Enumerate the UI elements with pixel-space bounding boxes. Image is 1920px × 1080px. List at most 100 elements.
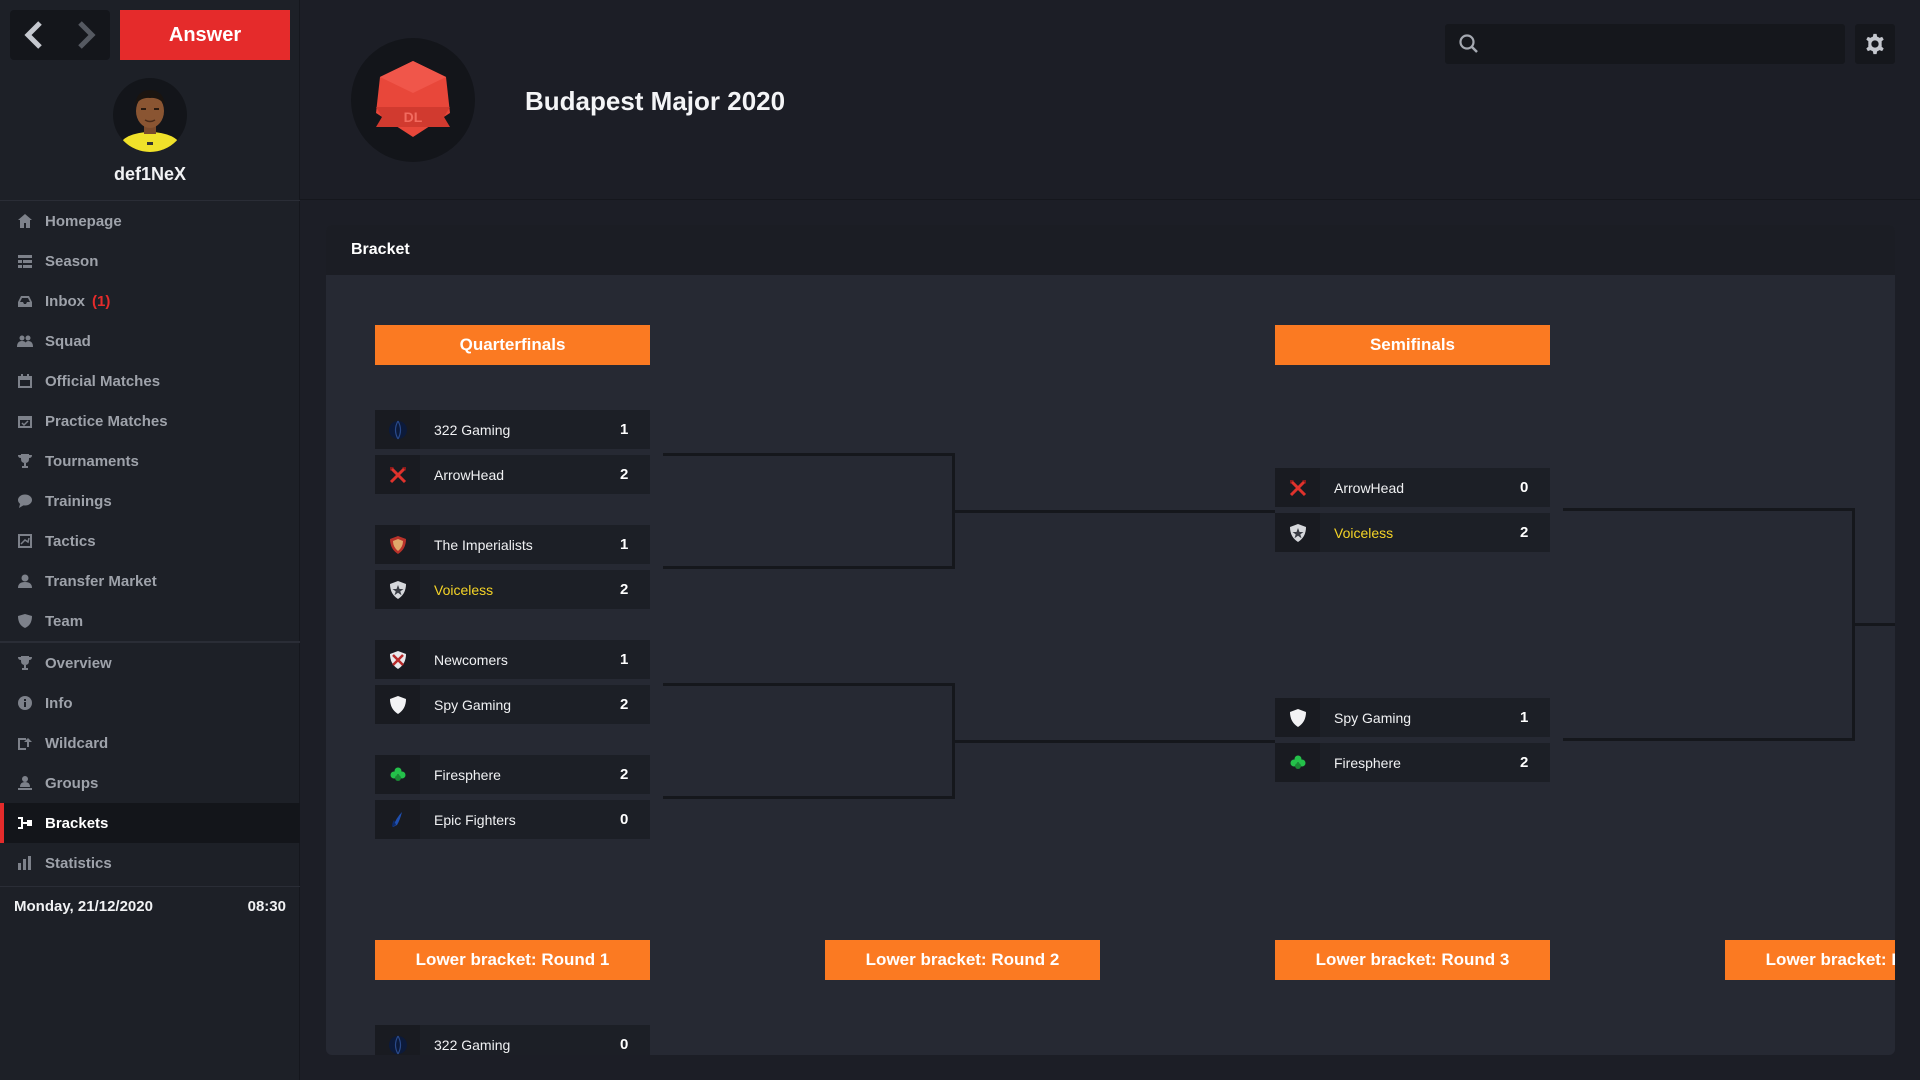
settings-button[interactable] <box>1855 24 1895 64</box>
chevron-left-icon <box>24 21 42 49</box>
round-header-lower-round-3[interactable]: Lower bracket: Round 3 <box>1275 940 1550 980</box>
team-score: 1 <box>620 651 629 668</box>
match-team-row[interactable]: Firesphere 2 <box>375 755 650 794</box>
match-team-row[interactable]: Spy Gaming 2 <box>375 685 650 724</box>
bracket-connector <box>663 453 955 569</box>
sidebar-item-label: Season <box>45 252 99 270</box>
round-header-lower-round-2[interactable]: Lower bracket: Round 2 <box>825 940 1100 980</box>
tournament-logo-icon: DL <box>376 61 450 137</box>
sidebar-item-label: Team <box>45 612 84 630</box>
page-title: Budapest Major 2020 <box>525 86 786 116</box>
sidebar-item-label: Tactics <box>45 532 96 550</box>
team-name: Spy Gaming <box>434 696 512 713</box>
svg-text:DL: DL <box>404 109 423 125</box>
match-team-row[interactable]: 322 Gaming 1 <box>375 410 650 449</box>
crossed-arrows-icon <box>375 455 420 494</box>
sidebar-item-transfer-market[interactable]: Transfer Market <box>0 561 300 601</box>
calendar-list-icon <box>16 253 34 269</box>
globe-icon <box>375 1025 420 1055</box>
team-name: Epic Fighters <box>434 811 516 828</box>
star-shield-icon <box>375 570 420 609</box>
users-icon <box>16 333 34 349</box>
sidebar-item-label: Tournaments <box>45 452 139 470</box>
white-shield-icon <box>375 685 420 724</box>
sidebar-item-tactics[interactable]: Tactics <box>0 521 300 561</box>
match-team-row[interactable]: Newcomers 1 <box>375 640 650 679</box>
search-input[interactable] <box>1489 35 1819 53</box>
tactics-board-icon <box>16 533 34 549</box>
team-score: 1 <box>620 536 629 553</box>
calendar-check-icon <box>16 413 34 429</box>
round-header-quarterfinals[interactable]: Quarterfinals <box>375 325 650 365</box>
date-time-bar: Monday, 21/12/2020 08:30 <box>0 886 300 926</box>
round-header-lower-round-1[interactable]: Lower bracket: Round 1 <box>375 940 650 980</box>
sidebar: Answer def1NeX Homepage Season <box>0 0 300 1080</box>
sidebar-item-overview[interactable]: Overview <box>0 643 300 683</box>
page-header: DL Budapest Major 2020 <box>300 0 1920 200</box>
info-icon <box>16 695 34 711</box>
team-name: Spy Gaming <box>1334 709 1412 726</box>
sidebar-item-statistics[interactable]: Statistics <box>0 843 300 883</box>
sidebar-item-info[interactable]: Info <box>0 683 300 723</box>
chat-icon <box>16 493 34 509</box>
sidebar-item-label: Brackets <box>45 814 109 832</box>
team-score: 0 <box>620 811 629 828</box>
sidebar-item-label: Transfer Market <box>45 572 157 590</box>
sidebar-item-label: Info <box>45 694 73 712</box>
bar-chart-icon <box>16 855 34 871</box>
match-team-row[interactable]: Voiceless 2 <box>1275 513 1550 552</box>
sidebar-item-team[interactable]: Team <box>0 601 300 641</box>
sidebar-item-label: Official Matches <box>45 372 161 390</box>
blade-icon <box>375 800 420 839</box>
sidebar-item-groups[interactable]: Groups <box>0 763 300 803</box>
sidebar-item-brackets[interactable]: Brackets <box>0 803 300 843</box>
sidebar-item-label: Wildcard <box>45 734 109 752</box>
sidebar-item-homepage[interactable]: Homepage <box>0 201 300 241</box>
avatar[interactable] <box>113 78 187 152</box>
match-team-row[interactable]: ArrowHead 0 <box>1275 468 1550 507</box>
match-team-row[interactable]: Epic Fighters 0 <box>375 800 650 839</box>
chevron-right-icon <box>78 21 96 49</box>
sidebar-item-inbox[interactable]: Inbox (1) <box>0 281 300 321</box>
user-market-icon <box>16 573 34 589</box>
team-score: 2 <box>620 466 629 483</box>
forward-button[interactable] <box>60 10 110 60</box>
sidebar-item-label: Homepage <box>45 212 122 230</box>
sidebar-item-wildcard[interactable]: Wildcard <box>0 723 300 763</box>
sidebar-item-season[interactable]: Season <box>0 241 300 281</box>
trophy-icon <box>16 453 34 469</box>
sidebar-item-practice-matches[interactable]: Practice Matches <box>0 401 300 441</box>
menu-divider <box>0 641 300 643</box>
back-button[interactable] <box>10 10 60 60</box>
sidebar-item-label: Inbox <box>45 292 85 310</box>
player-avatar-icon <box>120 90 180 152</box>
match-team-row[interactable]: Spy Gaming 1 <box>1275 698 1550 737</box>
match-team-row[interactable]: Firesphere 2 <box>1275 743 1550 782</box>
team-score: 2 <box>620 581 629 598</box>
team-score: 2 <box>620 696 629 713</box>
team-name: 322 Gaming <box>434 1036 511 1053</box>
match-team-row[interactable]: 322 Gaming 0 <box>375 1025 650 1055</box>
match-team-row[interactable]: The Imperialists 1 <box>375 525 650 564</box>
brackets-icon <box>16 815 34 831</box>
round-header-semifinals[interactable]: Semifinals <box>1275 325 1550 365</box>
sidebar-item-squad[interactable]: Squad <box>0 321 300 361</box>
bracket-connector <box>1563 508 1855 741</box>
team-name: Voiceless <box>1334 524 1394 541</box>
search-icon <box>1459 34 1478 53</box>
team-score: 1 <box>620 421 629 438</box>
team-name: ArrowHead <box>434 466 505 483</box>
crest-icon <box>375 525 420 564</box>
team-name: Newcomers <box>434 651 508 668</box>
sidebar-item-tournaments[interactable]: Tournaments <box>0 441 300 481</box>
sidebar-item-official-matches[interactable]: Official Matches <box>0 361 300 401</box>
search-box[interactable] <box>1445 24 1845 64</box>
match-team-row[interactable]: Voiceless 2 <box>375 570 650 609</box>
answer-button[interactable]: Answer <box>120 10 290 60</box>
calendar-icon <box>16 373 34 389</box>
round-header-lower-round-4[interactable]: Lower bracket: Round 4 <box>1725 940 1895 980</box>
bracket-connector <box>663 683 955 799</box>
sidebar-item-trainings[interactable]: Trainings <box>0 481 300 521</box>
sidebar-item-label: Overview <box>45 654 112 672</box>
match-team-row[interactable]: ArrowHead 2 <box>375 455 650 494</box>
